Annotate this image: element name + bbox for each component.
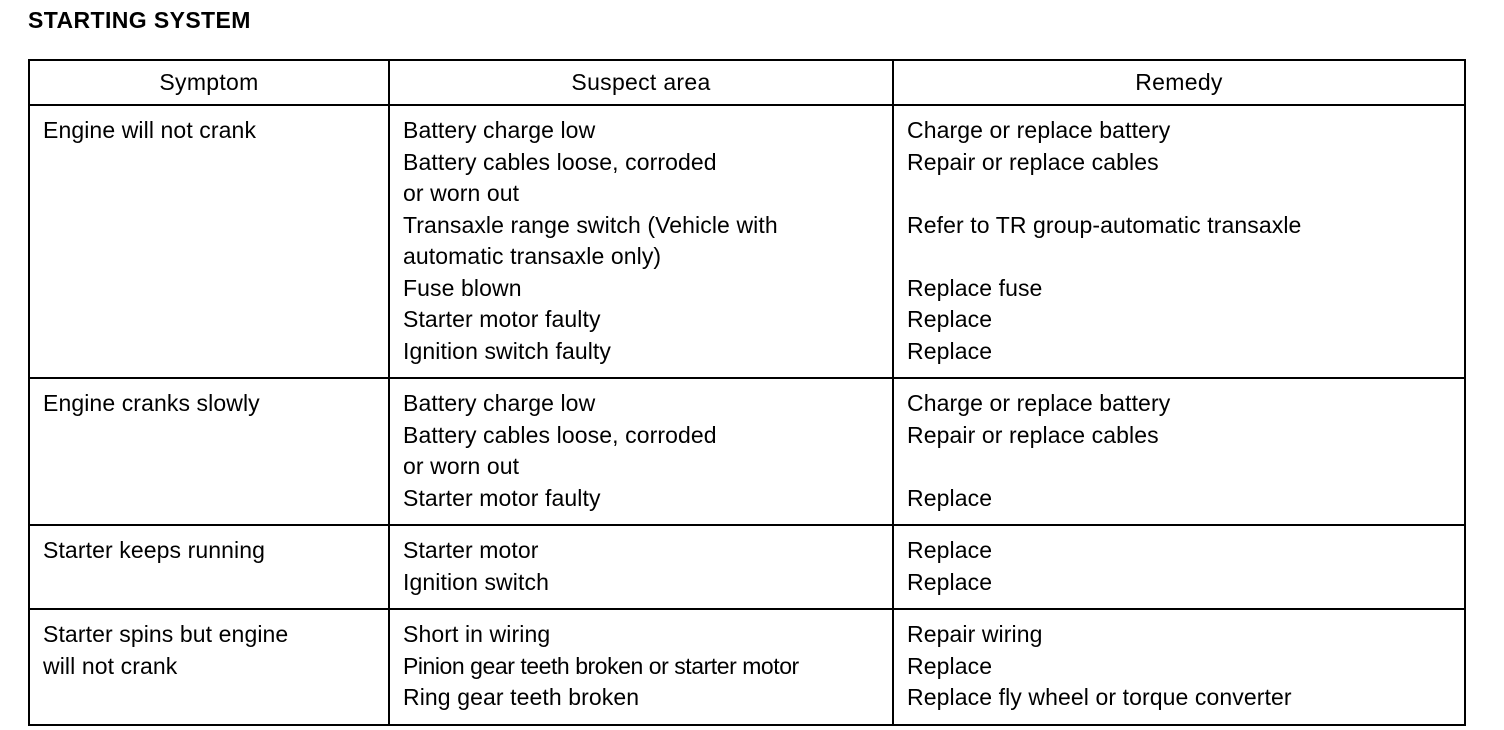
text-line: Engine cranks slowly — [43, 390, 260, 416]
text-line: Battery cables loose, corroded — [403, 421, 717, 448]
cell-suspect-area: Battery charge low Battery cables loose,… — [388, 104, 894, 379]
troubleshooting-table-wrapper: Symptom Suspect area Remedy Engine will … — [28, 59, 1466, 726]
cell-suspect-area: Starter motor Ignition switch — [388, 524, 894, 610]
suspect-lines: Battery charge low Battery cables loose,… — [390, 106, 892, 377]
text-line: Repair wiring — [907, 621, 1043, 647]
text-line: Charge or replace battery — [907, 117, 1171, 143]
cell-symptom: Engine will not crank — [28, 104, 390, 379]
text-line: Replace — [907, 337, 993, 364]
text-line: Starter keeps running — [43, 537, 266, 563]
text-line: Ignition switch — [403, 568, 549, 595]
remedy-lines: Repair wiring Replace Replace fly wheel … — [894, 610, 1464, 724]
text-line: Starter motor — [403, 537, 539, 563]
symptom-lines: Engine cranks slowly — [30, 379, 388, 430]
suspect-lines: Short in wiring Pinion gear teeth broken… — [390, 610, 892, 724]
page-title: STARTING SYSTEM — [28, 7, 251, 33]
symptom-lines: Starter keeps running — [30, 526, 388, 577]
symptom-lines: Starter spins but engine will not crank — [30, 610, 388, 692]
cell-symptom: Starter spins but engine will not crank — [28, 608, 390, 726]
text-line: Ignition switch faulty — [403, 337, 612, 364]
text-line: Replace — [907, 484, 993, 511]
text-line: automatic transaxle only) — [403, 243, 662, 269]
text-line: Ring gear teeth broken — [403, 684, 640, 710]
text-line: Replace — [907, 306, 993, 332]
column-header-suspect-area: Suspect area — [388, 59, 894, 106]
column-header-remedy: Remedy — [892, 59, 1466, 106]
text-line: Starter motor faulty — [403, 484, 601, 511]
remedy-lines: Replace Replace — [894, 526, 1464, 608]
table-row: Starter spins but engine will not crank … — [28, 608, 1466, 726]
text-line: Starter spins but engine — [43, 621, 289, 647]
text-line: Pinion gear teeth broken or starter moto… — [403, 652, 799, 679]
cell-remedy: Repair wiring Replace Replace fly wheel … — [892, 608, 1466, 726]
cell-suspect-area: Short in wiring Pinion gear teeth broken… — [388, 608, 894, 726]
text-line: Replace — [907, 652, 993, 679]
table-row: Engine cranks slowly Battery charge low … — [28, 377, 1466, 526]
symptom-lines: Engine will not crank — [30, 106, 388, 157]
table-row: Starter keeps running Starter motor Igni… — [28, 524, 1466, 610]
text-line: Replace — [907, 568, 993, 595]
text-line: Replace — [907, 537, 993, 563]
text-line: Battery charge low — [403, 117, 596, 143]
text-line: or worn out — [403, 453, 520, 479]
cell-symptom: Engine cranks slowly — [28, 377, 390, 526]
text-line: Battery charge low — [403, 390, 596, 416]
remedy-lines: Charge or replace battery Repair or repl… — [894, 379, 1464, 524]
text-line: Battery cables loose, corroded — [403, 148, 717, 175]
table-header-row: Symptom Suspect area Remedy — [28, 59, 1466, 106]
suspect-lines: Battery charge low Battery cables loose,… — [390, 379, 892, 524]
text-line: Transaxle range switch (Vehicle with — [403, 211, 778, 238]
column-header-symptom: Symptom — [28, 59, 390, 106]
table-header: Symptom Suspect area Remedy — [28, 59, 1466, 106]
text-line: Short in wiring — [403, 621, 551, 647]
table-row: Engine will not crank Battery charge low… — [28, 104, 1466, 379]
text-line: or worn out — [403, 180, 520, 206]
cell-remedy: Replace Replace — [892, 524, 1466, 610]
text-line: Replace fly wheel or torque converter — [907, 684, 1292, 710]
suspect-lines: Starter motor Ignition switch — [390, 526, 892, 608]
cell-suspect-area: Battery charge low Battery cables loose,… — [388, 377, 894, 526]
text-line: Refer to TR group-automatic transaxle — [907, 211, 1302, 238]
text-line: Repair or replace cables — [907, 148, 1159, 175]
text-line: Repair or replace cables — [907, 421, 1159, 448]
remedy-lines: Charge or replace battery Repair or repl… — [894, 106, 1464, 377]
cell-remedy: Charge or replace battery Repair or repl… — [892, 104, 1466, 379]
cell-remedy: Charge or replace battery Repair or repl… — [892, 377, 1466, 526]
text-line: Charge or replace battery — [907, 390, 1171, 416]
troubleshooting-table: Symptom Suspect area Remedy Engine will … — [28, 59, 1466, 726]
text-line: will not crank — [43, 652, 178, 679]
table-body: Engine will not crank Battery charge low… — [28, 104, 1466, 726]
text-line: Replace fuse — [907, 274, 1043, 301]
text-line: Starter motor faulty — [403, 306, 601, 332]
cell-symptom: Starter keeps running — [28, 524, 390, 610]
text-line: Engine will not crank — [43, 117, 257, 143]
text-line: Fuse blown — [403, 274, 522, 301]
